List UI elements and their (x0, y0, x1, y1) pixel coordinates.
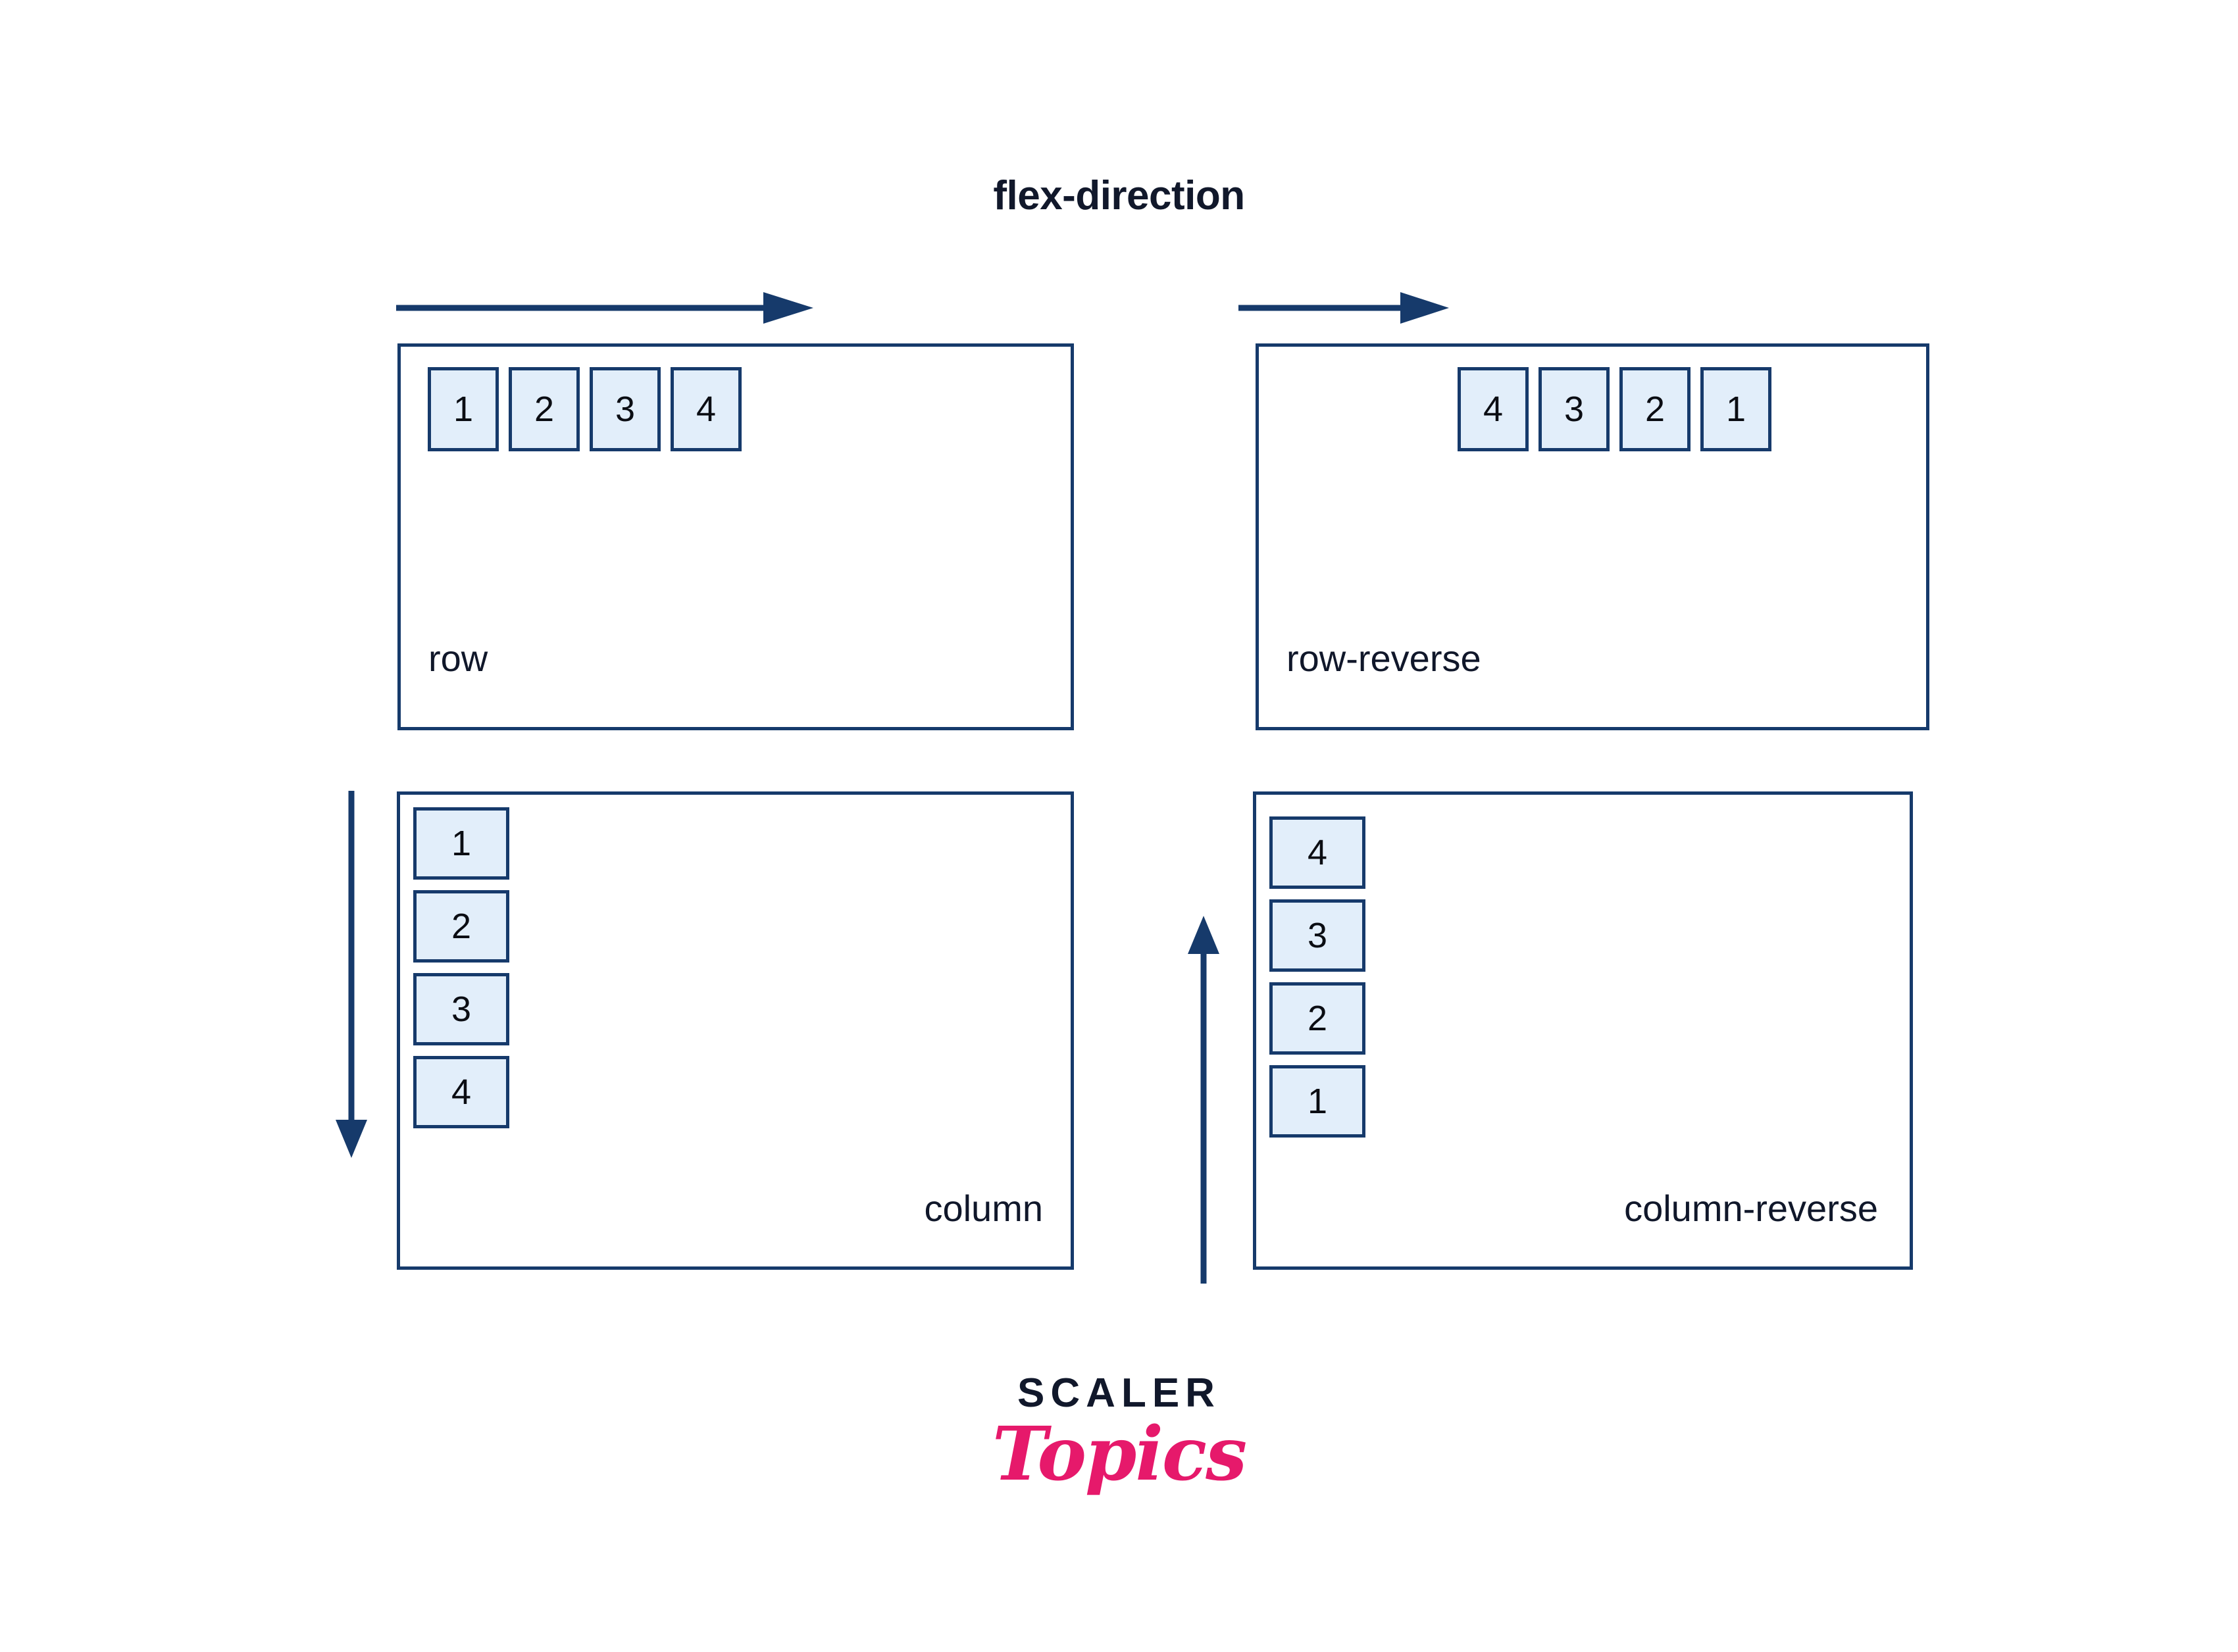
flex-item: 4 (1269, 816, 1365, 889)
flex-item: 2 (1269, 982, 1365, 1055)
flex-item: 3 (1539, 367, 1610, 451)
panel-row-reverse: row-reverse (1256, 343, 1929, 730)
flex-item: 1 (1700, 367, 1771, 451)
flex-item: 1 (413, 807, 509, 880)
arrow-right-icon-row-reverse (1237, 289, 1454, 326)
logo-wordmark-topics: Topics (992, 1411, 1247, 1498)
scaler-topics-logo: SCALER Topics (0, 1372, 2238, 1493)
items-column-reverse: 4 3 2 1 (1269, 816, 1365, 1138)
items-column: 1 2 3 4 (413, 807, 509, 1128)
arrow-up-icon-column-reverse (1184, 914, 1223, 1285)
flex-item: 2 (413, 890, 509, 963)
arrow-down-icon-column (332, 789, 370, 1161)
panel-label-row: row (428, 638, 488, 679)
flex-item: 1 (1269, 1065, 1365, 1138)
panel-label-row-reverse: row-reverse (1286, 638, 1481, 679)
arrow-right-icon-row (395, 289, 819, 326)
flex-item: 4 (671, 367, 742, 451)
panel-column: column (397, 791, 1074, 1270)
flex-item: 4 (1458, 367, 1529, 451)
items-row-reverse: 4 3 2 1 (1458, 367, 1771, 451)
items-row: 1 2 3 4 (428, 367, 742, 451)
panel-label-column: column (924, 1188, 1043, 1229)
flex-item: 3 (590, 367, 661, 451)
flex-item: 4 (413, 1056, 509, 1128)
flex-item: 2 (1619, 367, 1691, 451)
flex-item: 3 (1269, 899, 1365, 972)
logo-wordmark-scaler: SCALER (1017, 1370, 1221, 1416)
flex-item: 2 (509, 367, 580, 451)
flex-item: 3 (413, 973, 509, 1045)
page-title: flex-direction (993, 173, 1245, 218)
panel-label-column-reverse: column-reverse (1624, 1188, 1878, 1229)
flex-item: 1 (428, 367, 499, 451)
